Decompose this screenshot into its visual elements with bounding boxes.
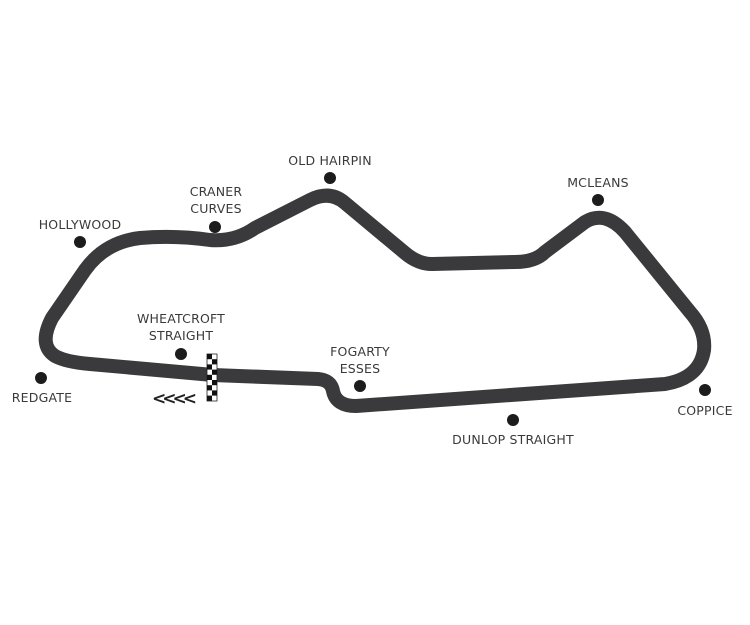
corner-markers bbox=[35, 172, 711, 426]
label-line: HOLLYWOOD bbox=[38, 217, 122, 232]
label-line: STRAIGHT bbox=[148, 328, 214, 343]
marker-old-hairpin bbox=[324, 172, 336, 184]
label-line: WHEATCROFT bbox=[137, 311, 225, 326]
label-redgate: REDGATE bbox=[12, 389, 72, 406]
label-line: REDGATE bbox=[11, 390, 73, 405]
flag-square bbox=[212, 369, 217, 375]
label-line: OLD HAIRPIN bbox=[288, 153, 372, 168]
label-dunlop-straight: DUNLOP STRAIGHT bbox=[452, 431, 574, 448]
label-hollywood: HOLLYWOOD bbox=[39, 216, 122, 233]
flag-square bbox=[212, 359, 217, 365]
label-line: CURVES bbox=[190, 201, 242, 216]
checkered-flag-icon bbox=[206, 353, 218, 402]
flag-square bbox=[212, 390, 217, 396]
label-wheatcroft-straight: WHEATCROFT STRAIGHT bbox=[137, 310, 225, 344]
label-coppice: COPPICE bbox=[677, 402, 732, 419]
label-line: ESSES bbox=[339, 361, 381, 376]
label-line: FOGARTY bbox=[330, 344, 390, 359]
marker-fogarty-esses bbox=[354, 380, 366, 392]
label-old-hairpin: OLD HAIRPIN bbox=[288, 152, 372, 169]
marker-mcleans bbox=[592, 194, 604, 206]
label-mcleans: MCLEANS bbox=[567, 174, 629, 191]
label-line: CRANER bbox=[189, 184, 243, 199]
flag-square bbox=[207, 374, 212, 380]
flag-square bbox=[207, 385, 212, 391]
flag-square bbox=[207, 395, 212, 401]
flag-square bbox=[207, 354, 212, 360]
flag-square bbox=[207, 364, 212, 370]
marker-craner-curves bbox=[209, 221, 221, 233]
marker-wheatcroft-straight bbox=[175, 348, 187, 360]
marker-redgate bbox=[35, 372, 47, 384]
label-fogarty-esses: FOGARTY ESSES bbox=[330, 343, 390, 377]
marker-dunlop-straight bbox=[507, 414, 519, 426]
label-craner-curves: CRANER CURVES bbox=[190, 183, 243, 217]
direction-arrows-icon: <<<< bbox=[152, 389, 197, 409]
track-layout bbox=[38, 188, 712, 413]
marker-hollywood bbox=[74, 236, 86, 248]
label-line: COPPICE bbox=[677, 403, 733, 418]
marker-coppice bbox=[699, 384, 711, 396]
label-line: DUNLOP STRAIGHT bbox=[452, 432, 574, 447]
label-line: MCLEANS bbox=[567, 175, 629, 190]
flag-square bbox=[212, 380, 217, 386]
